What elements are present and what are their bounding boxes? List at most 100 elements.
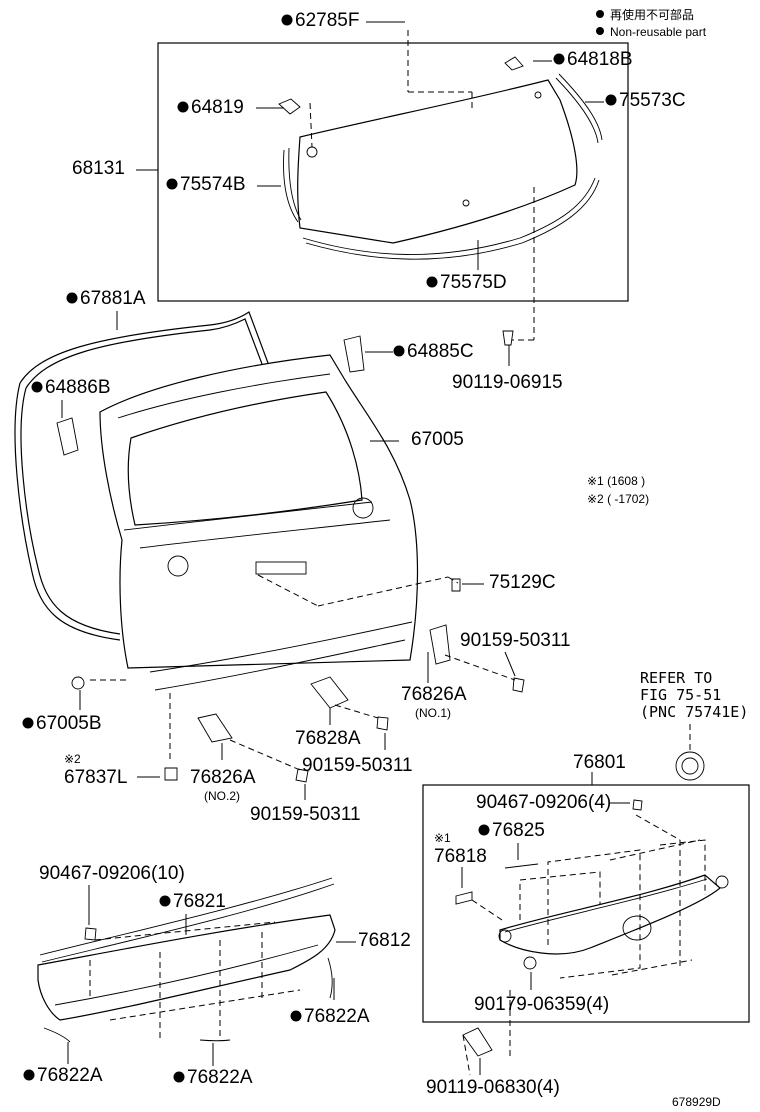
- callout-76825: 76825: [478, 820, 545, 860]
- part-number: 75575D: [440, 272, 507, 293]
- part-number: 90467-09206(4): [476, 792, 611, 813]
- applicability-notes: ※1 (1608 ) ※2 ( -1702): [587, 474, 649, 506]
- nonreusable-dot-icon: [31, 381, 43, 393]
- callout-90159-50311b: 90159-50311: [302, 733, 413, 776]
- glass-group-box: [157, 42, 629, 302]
- part-number: 67005B: [36, 713, 102, 734]
- part-sub-label: (NO.2): [204, 789, 240, 803]
- callout-68131: 68131: [72, 158, 158, 179]
- part-number: 90159-50311: [302, 755, 413, 776]
- part-number: 76812: [358, 930, 411, 951]
- callout-90119-06830: 90119-06830(4): [426, 1058, 560, 1098]
- callout-76828a: 76828A: [295, 708, 361, 749]
- nonreusable-dot-icon: [426, 276, 438, 288]
- nonreusable-dot-icon: [173, 1071, 185, 1083]
- callout-64886b: 64886B: [31, 377, 111, 418]
- callout-75575d: 75575D: [426, 240, 507, 293]
- part-number: 76828A: [295, 728, 361, 749]
- part-number: 75129C: [489, 572, 556, 593]
- callout-64819: 64819: [177, 97, 284, 118]
- refer-line-2: FIG 75-51: [640, 686, 721, 704]
- weatherstrip-drawing: [14, 311, 269, 641]
- legend-jp-text: 再使用不可部品: [610, 7, 694, 22]
- callout-90179-06359: 90179-06359(4): [474, 972, 609, 1015]
- callout-90159-50311c: 90159-50311: [250, 784, 361, 825]
- refer-note: REFER TO FIG 75-51 (PNC 75741E): [640, 669, 748, 721]
- part-number: 62785F: [295, 10, 359, 31]
- nonreusable-dot-icon: [393, 345, 405, 357]
- license-garnish-drawing: [455, 839, 729, 979]
- fasteners-drawing: [71, 330, 705, 941]
- part-number: 75573C: [619, 90, 686, 111]
- back-door-drawing: [56, 335, 516, 771]
- callout-67005b: 67005B: [22, 690, 102, 734]
- part-number: 76822A: [304, 1006, 370, 1027]
- callout-64818b: 64818B: [533, 49, 633, 70]
- callout-90467-09206-4: 90467-09206(4): [476, 792, 630, 813]
- part-labels: 62785F 64818B 64819 75573C 68131 75574B 75575D…: [22, 10, 686, 1098]
- part-number: 68131: [72, 158, 125, 179]
- callout-75574b: 75574B: [166, 174, 281, 195]
- part-sub-label: (NO.1): [415, 706, 451, 720]
- callout-90467-09206-10: 90467-09206(10): [39, 863, 185, 925]
- part-prefix: ※1: [434, 831, 451, 845]
- nonreusable-dot-icon: [553, 53, 565, 65]
- rear-glass-drawing: [278, 30, 603, 341]
- part-number: 90159-50311: [250, 804, 361, 825]
- callout-67881a: 67881A: [66, 288, 146, 330]
- callout-76826a-1: 76826A(NO.1): [401, 652, 467, 720]
- note-1: ※1 (1608 ): [587, 474, 645, 488]
- nonreusable-dot-icon: [605, 94, 617, 106]
- callout-76801: 76801: [573, 752, 626, 785]
- callout-76821: 76821: [159, 891, 226, 935]
- part-number: 64886B: [45, 377, 111, 398]
- refer-line-1: REFER TO: [640, 669, 712, 687]
- part-number: 90179-06359(4): [474, 994, 609, 1015]
- part-number: 90467-09206(10): [39, 863, 185, 884]
- nonreusable-dot-icon: [66, 292, 78, 304]
- callout-76822a-r: 76822A: [290, 978, 370, 1027]
- diagram-id: 678929D: [672, 1095, 721, 1109]
- callout-64885c: 64885C: [365, 341, 474, 362]
- part-number: 64819: [191, 97, 244, 118]
- part-number: 76801: [573, 752, 626, 773]
- callout-90119-06915: 90119-06915: [452, 345, 563, 393]
- nonreusable-dot-icon: [290, 1010, 302, 1022]
- part-number: 76822A: [37, 1065, 103, 1086]
- legend: 再使用不可部品 Non-reusable part: [596, 7, 707, 39]
- callout-76826a-2: 76826A(NO.2): [190, 743, 256, 803]
- part-prefix: ※2: [64, 752, 81, 766]
- nonreusable-dot-icon: [478, 824, 490, 836]
- legend-en-text: Non-reusable part: [610, 25, 707, 39]
- part-number: 90159-50311: [460, 630, 571, 651]
- part-number: 76822A: [187, 1067, 253, 1088]
- part-number: 76821: [173, 891, 226, 912]
- callout-62785f: 62785F: [281, 10, 405, 31]
- callout-76822a-m: 76822A: [173, 1043, 253, 1088]
- part-number: 67837L: [64, 767, 127, 788]
- part-number: 67005: [411, 429, 464, 450]
- nonreusable-dot-icon: [22, 717, 34, 729]
- part-number: 67881A: [80, 288, 146, 309]
- part-number: 90119-06830(4): [426, 1077, 560, 1098]
- nonreusable-dot-icon: [281, 14, 293, 26]
- part-number: 76826A: [190, 767, 256, 788]
- part-number: 76826A: [401, 684, 467, 705]
- part-number: 75574B: [180, 174, 246, 195]
- nonreusable-dot-icon: [159, 895, 171, 907]
- garnish-group-box: [422, 784, 750, 1023]
- note-2: ※2 ( -1702): [587, 492, 649, 506]
- callout-90159-50311a: 90159-50311: [460, 630, 571, 677]
- nonreusable-dot-icon: [177, 101, 189, 113]
- callout-75129c: 75129C: [462, 572, 556, 593]
- nonreusable-dot-icon: [23, 1069, 35, 1081]
- callout-67005: 67005: [370, 429, 464, 450]
- callout-75573c: 75573C: [585, 90, 686, 111]
- callout-76812: 76812: [336, 930, 411, 951]
- part-number: 76825: [492, 820, 545, 841]
- refer-line-3: (PNC 75741E): [640, 703, 748, 721]
- back-door-garnish-drawing: [37, 877, 511, 1076]
- part-number: 90119-06915: [452, 372, 563, 393]
